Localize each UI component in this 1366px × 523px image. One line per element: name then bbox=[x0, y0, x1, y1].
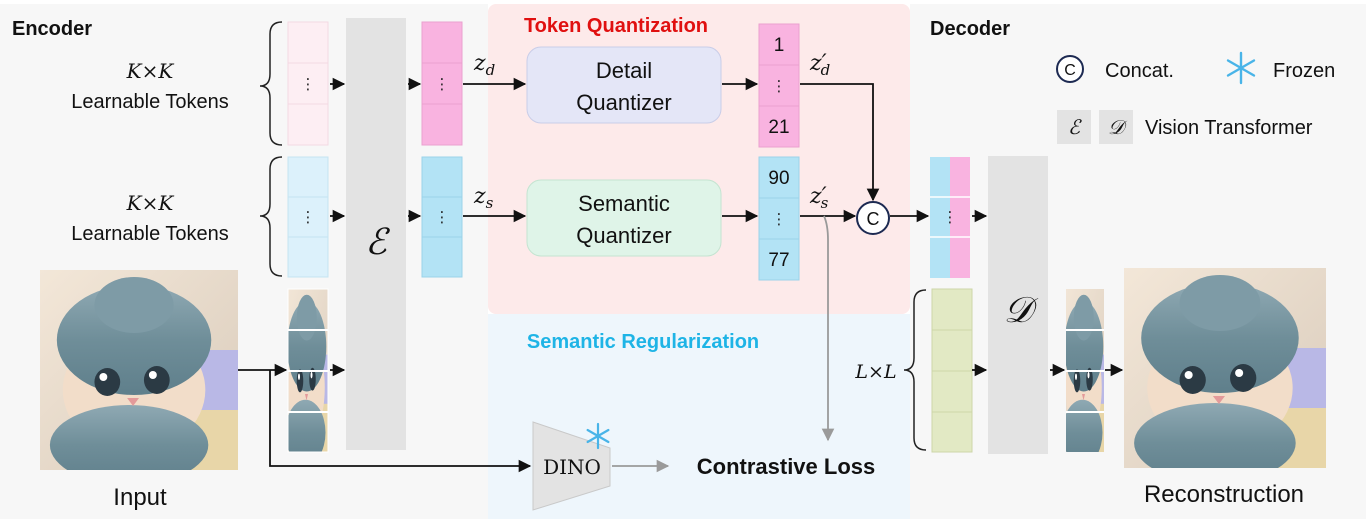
loss-arrows bbox=[612, 215, 835, 473]
semantic-quantizer-line1: Semantic bbox=[578, 191, 670, 216]
semantic-index-ellipsis: ⋮ bbox=[772, 210, 787, 228]
input-image bbox=[40, 270, 238, 470]
z-d-label: zd bbox=[473, 51, 495, 79]
reconstruction-label: Reconstruction bbox=[1144, 481, 1304, 508]
detail-index-first: 1 bbox=[774, 35, 785, 56]
semantic-index-first: 90 bbox=[768, 168, 789, 189]
legend-encoder-box bbox=[1057, 110, 1091, 144]
encoder-title: Encoder bbox=[12, 18, 92, 40]
dino-block bbox=[532, 421, 611, 511]
token-quantization-title: Token Quantization bbox=[524, 15, 708, 37]
semantic-quantizer-line2: Quantizer bbox=[576, 223, 671, 248]
legend-frozen-label: Frozen bbox=[1273, 60, 1335, 82]
detail-index-last: 21 bbox=[768, 117, 789, 138]
decoder-learnable-tokens bbox=[931, 288, 973, 453]
input-patches bbox=[287, 288, 329, 453]
detail-quantizer-line2: Quantizer bbox=[576, 90, 671, 115]
reconstruction-image bbox=[1124, 268, 1326, 468]
input-label: Input bbox=[113, 484, 167, 511]
legend-concat-label: Concat. bbox=[1105, 60, 1174, 82]
semantic-index-last: 77 bbox=[768, 250, 789, 271]
brace-top bbox=[259, 21, 283, 146]
frozen-icon-dino bbox=[586, 422, 610, 450]
ellipsis-3: ⋮ bbox=[435, 75, 450, 93]
ellipsis-1: ⋮ bbox=[301, 75, 316, 93]
dino-label: DINO bbox=[543, 455, 601, 479]
learnable-tokens-semantic: ⋮ bbox=[287, 156, 329, 278]
detail-quantizer bbox=[526, 46, 722, 124]
decoder-block bbox=[988, 156, 1048, 454]
contrastive-loss-label: Contrastive Loss bbox=[697, 454, 876, 479]
decoder-tokens-size: L×L bbox=[854, 361, 896, 383]
semantic-indices: 90 ⋮ 77 bbox=[758, 156, 800, 281]
learnable-tokens-detail: ⋮ bbox=[287, 21, 329, 146]
semantic-quantizer bbox=[526, 179, 722, 257]
ellipsis-2: ⋮ bbox=[301, 208, 316, 226]
encoder-block bbox=[346, 18, 406, 450]
legend-concat-icon bbox=[1056, 55, 1084, 83]
legend-decoder-box bbox=[1099, 110, 1133, 144]
brace-bottom bbox=[259, 156, 283, 277]
tokens-label-top: Learnable Tokens bbox=[71, 91, 229, 113]
legend-concat-symbol: C bbox=[1064, 62, 1076, 79]
brace-decoder bbox=[903, 289, 927, 451]
snowflake-icon bbox=[1226, 51, 1256, 85]
concat-node-label: C bbox=[867, 209, 880, 229]
legend-encoder-symbol: ℰ bbox=[1068, 115, 1082, 139]
tokens-size-bottom: K×K bbox=[126, 191, 175, 215]
encoder-symbol: ℰ bbox=[365, 222, 390, 263]
ellipsis-4: ⋮ bbox=[435, 208, 450, 226]
z-s-label: zs bbox=[473, 184, 494, 212]
tokens-size-top: K×K bbox=[126, 59, 175, 83]
flow-arrows bbox=[238, 77, 1124, 473]
decoder-title: Decoder bbox=[930, 18, 1010, 40]
concat-node bbox=[856, 201, 890, 235]
legend-decoder-symbol: 𝒟 bbox=[1108, 115, 1128, 139]
z-d-prime-label: z′d bbox=[809, 51, 830, 79]
detail-indices: 1 ⋮ 21 bbox=[758, 23, 800, 148]
detail-index-ellipsis: ⋮ bbox=[772, 77, 787, 95]
encoder-output-semantic: ⋮ bbox=[421, 156, 463, 278]
encoder-output-detail: ⋮ bbox=[421, 21, 463, 146]
ellipsis-5: ⋮ bbox=[943, 208, 958, 226]
legend-vit-label: Vision Transformer bbox=[1145, 117, 1313, 139]
tokens-label-bottom: Learnable Tokens bbox=[71, 223, 229, 245]
decoder-input-tokens: ⋮ bbox=[930, 157, 970, 278]
z-s-prime-label: z′s bbox=[809, 184, 829, 212]
semantic-regularization-title: Semantic Regularization bbox=[527, 331, 759, 353]
detail-quantizer-line1: Detail bbox=[596, 58, 652, 83]
output-patches bbox=[1066, 289, 1104, 452]
